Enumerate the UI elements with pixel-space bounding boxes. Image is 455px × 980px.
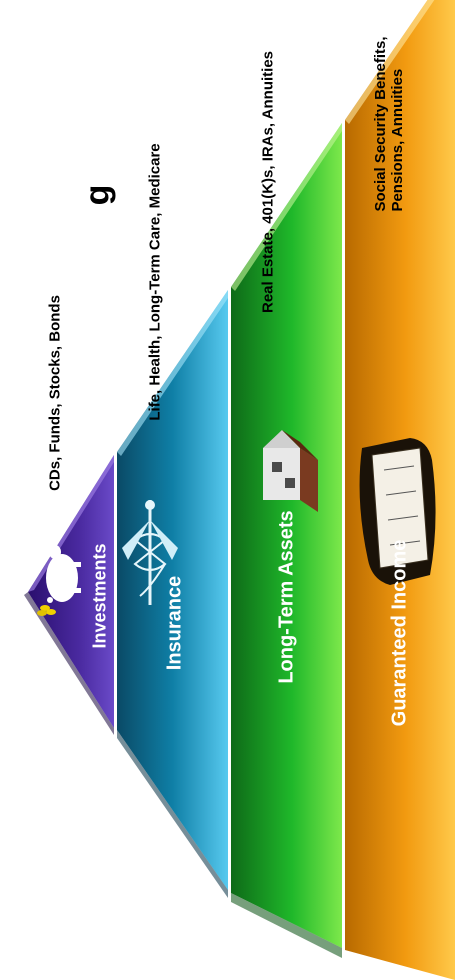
heading-fragment: g	[78, 184, 117, 206]
caduceus-icon	[122, 500, 178, 605]
tier-label-guaranteed-income: Guaranteed Income	[388, 539, 411, 727]
tier-insurance	[117, 290, 228, 890]
tier-long-term-assets	[231, 123, 342, 948]
tier-label-insurance: Insurance	[163, 575, 186, 671]
paycheck-icon	[359, 438, 436, 585]
tier-description-insurance: Life, Health, Long-Term Care, Medicare	[146, 143, 164, 421]
tier-label-investments: Investments	[89, 543, 110, 649]
house-icon	[263, 430, 318, 512]
tier-description-guaranteed-income: Social Security Benefits, Pensions, Annu…	[372, 36, 406, 211]
tier-label-long-term-assets: Long-Term Assets	[275, 510, 298, 684]
tier-description-investments: CDs, Funds, Stocks, Bonds	[46, 295, 64, 491]
tier-description-line-2: Pensions, Annuities	[389, 68, 406, 212]
tier-description-long-term-assets: Real Estate, 401(K)s, IRAs, Annuities	[259, 50, 277, 314]
piggy-bank-icon	[37, 545, 81, 616]
tier-description-line-1: Social Security Benefits,	[372, 36, 389, 212]
